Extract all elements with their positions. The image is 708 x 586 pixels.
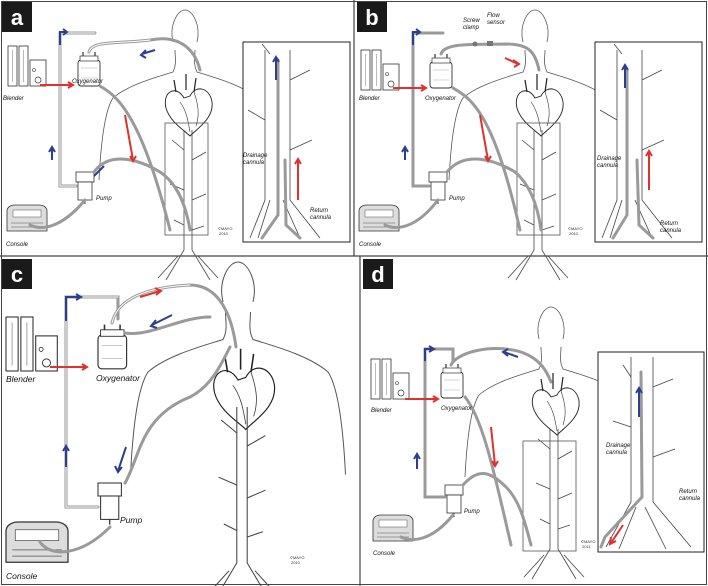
panel-a: a Oxygenator Blender Pump Console Draina… (2, 2, 351, 281)
panel-a-label-blender: Blender (3, 96, 25, 102)
panel-b-label-pump: Pump (449, 196, 465, 202)
panel-a-inset (242, 41, 351, 243)
panel-c-pump (97, 482, 123, 526)
panel-d-blender (370, 358, 410, 400)
panel-b-badge (357, 2, 387, 32)
panel-a-label-pump: Pump (96, 196, 112, 202)
panel-b-oxygenator (429, 53, 453, 89)
panel-c-console (5, 521, 69, 563)
panel-a-label-oxygenator: Oxygenator (72, 79, 104, 85)
panel-d-pump (444, 484, 464, 518)
panel-a-inset-frame (164, 122, 209, 236)
panel-d-label-console: Console (373, 551, 396, 557)
panel-b-blender (360, 49, 400, 91)
panel-d-oxygenator (440, 363, 464, 399)
panel-d-console (372, 514, 414, 542)
panel-c-badge (2, 259, 32, 289)
panel-a-label-console: Console (6, 242, 29, 248)
panel-d: d Oxygenator Blender Pump Console Draina… (363, 259, 705, 580)
panel-c-label-pump: Pump (120, 515, 142, 525)
panel-d-label-blender: Blender (371, 408, 393, 414)
panel-c-oxygenator (97, 323, 128, 370)
panel-b-screw-clamp (472, 41, 478, 47)
panel-a-badge (2, 2, 32, 32)
panel-b-label-console: Console (359, 242, 382, 248)
panel-b-inset-frame (516, 122, 561, 236)
panel-b-flow-sensor (487, 41, 493, 46)
panel-d-badge (363, 259, 393, 289)
panel-a-letter: a (11, 5, 24, 30)
panel-c-blender (5, 316, 58, 372)
panel-c-label-blender: Blender (6, 374, 36, 384)
panel-b-label-blender: Blender (359, 96, 381, 102)
panel-a-blender (7, 45, 47, 87)
panel-d-inset-frame (522, 440, 577, 552)
panel-d-letter: d (371, 262, 384, 287)
panel-d-label-oxygenator: Oxygenator (441, 406, 473, 412)
panel-c-label-console: Console (6, 571, 37, 581)
panel-c-letter: c (11, 262, 23, 287)
panel-c-label-oxygenator: Oxygenator (96, 373, 141, 383)
panel-b-letter: b (365, 5, 378, 30)
panel-b-label-oxygenator: Oxygenator (425, 96, 457, 102)
panel-d-label-pump: Pump (464, 509, 480, 515)
panel-b-inset (594, 41, 703, 243)
